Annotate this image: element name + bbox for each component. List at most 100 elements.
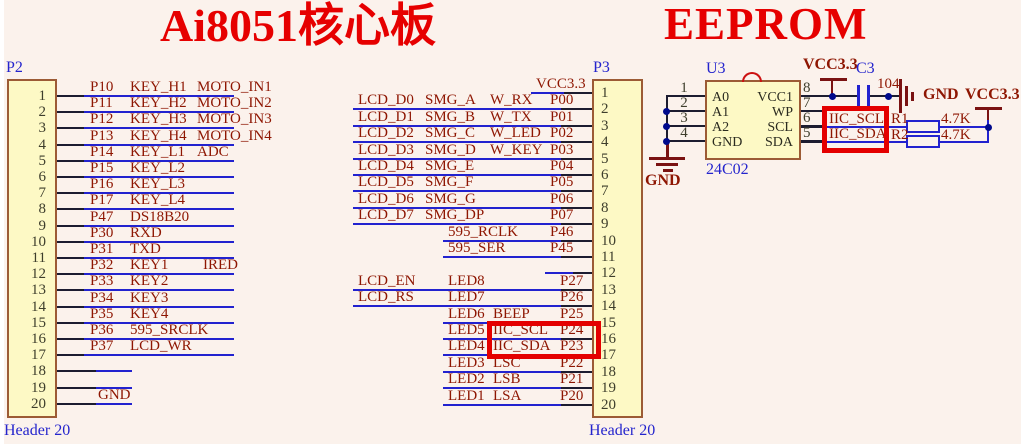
header-p3-type[interactable]: Header 20 <box>589 422 656 439</box>
p3-pin-6-wire[interactable] <box>353 174 563 176</box>
p2-pin-18-wire[interactable] <box>57 370 98 373</box>
net-label[interactable]: LSA <box>493 387 522 404</box>
p3-pin-8-wire[interactable] <box>353 206 563 209</box>
net-label-iic-sda[interactable]: IIC_SDA <box>829 126 887 142</box>
net-label[interactable]: P47 <box>90 208 114 225</box>
p2-pin-10-wire[interactable] <box>57 240 87 243</box>
net-label[interactable]: SMG_A <box>425 92 476 109</box>
p2-pin-19-wire[interactable] <box>57 386 98 389</box>
net-label[interactable]: LCD_RS <box>358 289 414 306</box>
net-label[interactable]: KEY1 <box>130 257 169 274</box>
net-label[interactable]: P30 <box>90 224 114 241</box>
net-label[interactable]: DS18B20 <box>130 208 190 225</box>
p3-pin-11-wire[interactable] <box>561 256 592 258</box>
p2-pin-3-wire[interactable] <box>57 127 87 130</box>
p3-pin-3-wire[interactable] <box>353 124 563 127</box>
net-label[interactable]: P04 <box>550 158 574 174</box>
net-label[interactable]: 595_SRCLK <box>130 322 209 338</box>
gnd-symbol-mid[interactable] <box>899 79 902 113</box>
net-label[interactable]: P01 <box>550 108 574 125</box>
net-label[interactable]: LCD_D5 <box>358 174 414 191</box>
net-label[interactable]: SMG_D <box>425 141 476 158</box>
net-label[interactable]: LCD_EN <box>358 272 416 289</box>
scl-wire[interactable] <box>825 126 907 128</box>
resistor-r1[interactable] <box>906 120 940 133</box>
pullup-vertical-wire[interactable] <box>987 119 989 143</box>
net-label[interactable]: LED4 <box>448 338 485 355</box>
net-label[interactable]: KEY_H3 <box>130 111 187 128</box>
p3-pin-20-wire[interactable] <box>443 403 563 406</box>
resistor-r2-designator[interactable]: R2 <box>891 127 909 143</box>
p2-pin-19-wire[interactable] <box>96 386 132 389</box>
cap-c3-value[interactable]: 104 <box>877 76 900 92</box>
net-label[interactable]: RXD <box>130 224 162 241</box>
net-label[interactable]: LCD_D6 <box>358 190 414 207</box>
net-label[interactable]: P02 <box>550 125 574 142</box>
header-p3-body[interactable] <box>592 79 643 418</box>
p2-pin-8-wire[interactable] <box>84 208 234 211</box>
p2-pin-12-wire[interactable] <box>84 273 234 276</box>
gnd-symbol-left[interactable] <box>649 157 685 160</box>
p3-pin-16-wire[interactable] <box>443 338 563 340</box>
p3-pin-4-wire[interactable] <box>561 141 592 144</box>
net-label[interactable]: LCD_D0 <box>358 92 414 109</box>
p2-pin-9-wire[interactable] <box>84 224 234 227</box>
p3-pin-4-wire[interactable] <box>353 141 563 144</box>
p2-pin-15-wire[interactable] <box>84 321 234 324</box>
net-label[interactable]: P15 <box>90 160 114 176</box>
net-label[interactable]: P20 <box>560 387 584 404</box>
p2-pin-7-wire[interactable] <box>57 192 87 195</box>
net-label[interactable]: P37 <box>90 338 114 355</box>
net-label[interactable]: ADC <box>197 143 229 160</box>
net-label[interactable]: KEY_L2 <box>130 160 185 176</box>
p2-pin-16-wire[interactable] <box>84 338 234 340</box>
p2-pin-5-wire[interactable] <box>84 159 234 162</box>
p3-pin-20-wire[interactable] <box>561 403 592 406</box>
p2-pin-2-wire[interactable] <box>84 111 234 114</box>
u3-left-bus-wire[interactable] <box>666 95 668 143</box>
net-label[interactable]: P06 <box>550 190 574 207</box>
header-p2-type[interactable]: Header 20 <box>4 422 71 439</box>
p2-pin-14-wire[interactable] <box>57 305 87 308</box>
p2-pin-18-wire[interactable] <box>96 370 132 373</box>
net-label[interactable]: P24 <box>560 322 584 338</box>
net-label[interactable]: P05 <box>550 174 574 191</box>
net-label[interactable]: VCC3.3 <box>536 76 586 92</box>
net-label[interactable]: LED7 <box>448 289 485 306</box>
net-label[interactable]: LCD_D4 <box>358 158 414 174</box>
resistor-r2-value[interactable]: 4.7K <box>941 127 971 143</box>
u3-pin-3-wire[interactable] <box>667 125 705 127</box>
net-label-iic-scl[interactable]: IIC_SCL <box>829 111 885 127</box>
net-label[interactable]: LCD_D2 <box>358 125 414 142</box>
net-label[interactable]: P23 <box>560 338 584 355</box>
p2-pin-20-wire[interactable] <box>96 402 132 405</box>
p2-pin-13-wire[interactable] <box>57 289 87 292</box>
net-label[interactable]: W_RX <box>490 92 533 109</box>
u3-pin-7-wire[interactable] <box>800 110 824 112</box>
p3-pin-14-wire[interactable] <box>561 305 592 308</box>
p3-pin-10-wire[interactable] <box>443 239 563 242</box>
gnd-mid-label[interactable]: GND <box>923 86 959 103</box>
p3-pin-11-wire[interactable] <box>443 256 563 258</box>
net-label[interactable]: W_TX <box>490 108 532 125</box>
net-label[interactable]: KEY_H4 <box>130 127 187 144</box>
net-label[interactable]: P03 <box>550 141 574 158</box>
net-label[interactable]: P27 <box>560 272 584 289</box>
p3-pin-12-wire[interactable] <box>573 272 592 275</box>
u3-pin-1-wire[interactable] <box>667 95 705 97</box>
net-label[interactable]: TXD <box>130 241 161 257</box>
p3-pin-18-wire[interactable] <box>561 370 592 373</box>
p2-pin-16-wire[interactable] <box>57 338 87 340</box>
net-label[interactable]: P35 <box>90 305 114 322</box>
p2-pin-7-wire[interactable] <box>84 192 234 195</box>
resistor-r1-designator[interactable]: R1 <box>891 111 909 127</box>
eeprom-title[interactable]: EEPROM <box>664 0 868 49</box>
p3-pin-1-wire[interactable] <box>531 92 566 94</box>
net-label[interactable]: SMG_F <box>425 174 474 191</box>
p2-pin-10-wire[interactable] <box>84 240 234 243</box>
p2-pin-9-wire[interactable] <box>57 224 87 227</box>
u3-pin-2-wire[interactable] <box>667 110 705 112</box>
header-p2-body[interactable] <box>7 79 57 418</box>
p2-pin-11-wire[interactable] <box>57 257 87 259</box>
p2-pin-15-wire[interactable] <box>57 321 87 324</box>
